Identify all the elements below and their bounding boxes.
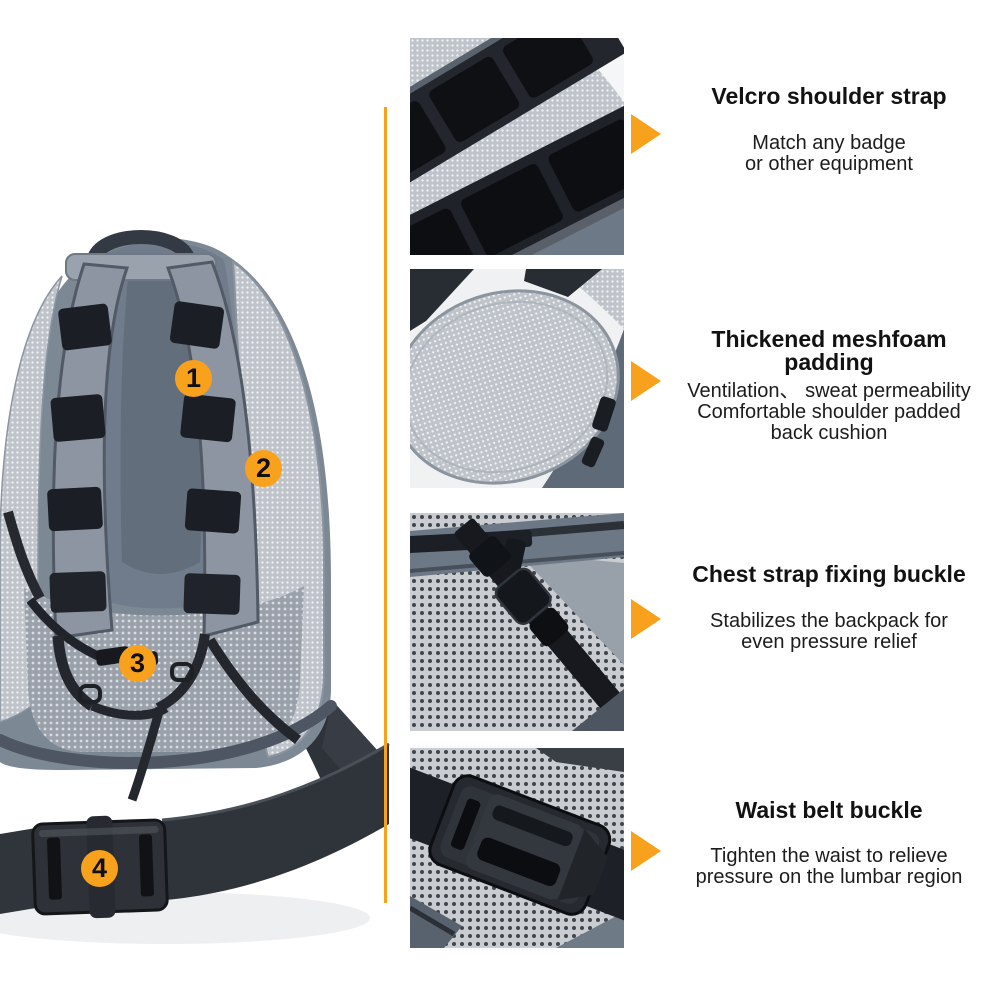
chest-strap-fixing-buckle-closeup: [410, 513, 624, 731]
feature-title: Waist belt buckle: [735, 797, 923, 823]
velcro-shoulder-strap-thumbnail: [410, 38, 624, 255]
velcro-shoulder-strap-closeup: [410, 38, 624, 255]
backpack-photo: 1 2 3 4: [0, 0, 390, 1002]
callout-number: 1: [185, 363, 202, 393]
divider-line: [384, 107, 387, 903]
feature-description: Match any badge or other equipment: [745, 132, 913, 175]
meshfoam-padding-thumbnail: [410, 269, 624, 488]
callout-badge-3: 3: [119, 645, 156, 682]
callout-number: 4: [91, 853, 108, 883]
backpack-illustration: [0, 230, 390, 944]
feature-title: Chest strap fixing buckle: [692, 561, 966, 587]
arrow-right-icon: [631, 831, 661, 871]
callout-badge-1: 1: [175, 360, 212, 397]
callout-number: 2: [255, 453, 272, 483]
feature-description: Ventilation、 sweat permeability Comforta…: [687, 380, 971, 444]
chest-strap-thumbnail: [410, 513, 624, 731]
waist-belt-buckle-thumbnail: [410, 748, 624, 948]
feature-title: Thickened meshfoam padding: [711, 326, 947, 376]
thickened-meshfoam-padding-closeup: [410, 269, 624, 488]
feature-title: Velcro shoulder strap: [711, 83, 947, 109]
callout-badge-2: 2: [245, 450, 282, 487]
arrow-right-icon: [631, 599, 661, 639]
feature-description: Tighten the waist to relieve pressure on…: [695, 845, 963, 888]
arrow-right-icon: [631, 114, 661, 154]
waist-belt-buckle-closeup: [410, 748, 624, 948]
arrow-right-icon: [631, 361, 661, 401]
feature-description: Stabilizes the backpack for even pressur…: [710, 610, 948, 653]
callout-number: 3: [129, 648, 146, 678]
callout-badge-4: 4: [81, 850, 118, 887]
